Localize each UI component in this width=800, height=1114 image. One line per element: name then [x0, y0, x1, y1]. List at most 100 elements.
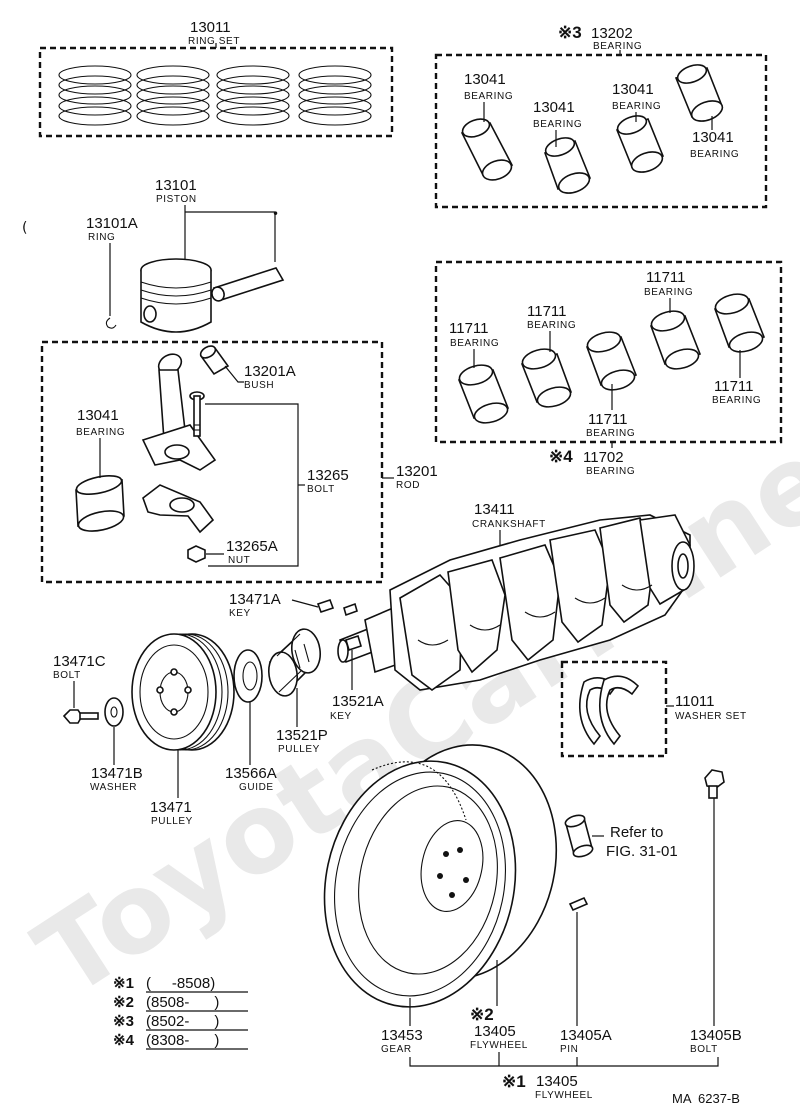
pulley-number: 13471	[150, 799, 192, 816]
main-bearing-set-4-mark: ※4	[549, 447, 573, 466]
key-b-number: 13521A	[332, 693, 384, 710]
bearing-13041-b-number: 13041	[533, 99, 575, 116]
rod-bolt-number: 13265	[307, 467, 349, 484]
legend-mark-4: ※4	[113, 1032, 135, 1049]
keys-group: 13471A KEY 13521A KEY	[229, 591, 384, 722]
figure-code: MA 6237-B	[672, 1091, 740, 1106]
small-pulley-drawing	[268, 628, 321, 697]
flywheel-2-number: 13405	[474, 1023, 516, 1040]
bearing-13041-a-name: BEARING	[464, 91, 513, 102]
bush-drawing	[199, 345, 230, 376]
bearing-set-3-number: 13202	[591, 25, 633, 42]
gear-name: GEAR	[381, 1044, 412, 1055]
guide-number: 13566A	[225, 765, 277, 782]
washer-drawing	[104, 697, 124, 727]
ring-set-name: RING SET	[188, 36, 240, 47]
main-bearing-set-group: ※4 11702 BEARING 11711 BEAR	[434, 260, 783, 477]
bearing-13041-c-number: 13041	[612, 81, 654, 98]
main-bearing-set-4-number: 11702	[583, 449, 624, 466]
flywheel-2-name: FLYWHEEL	[470, 1040, 528, 1051]
washer-set-group: 11011 WASHER SET	[560, 660, 746, 758]
legend-mark-3: ※3	[113, 1013, 134, 1030]
main-bearing-shell-c	[585, 331, 638, 391]
svg-text:•: •	[272, 207, 279, 221]
rod-group: 13201A BUSH 13041 BEARING 13265 BOLT 132…	[40, 340, 438, 584]
pulley-name: PULLEY	[151, 816, 193, 827]
bearing-shell-b	[543, 137, 592, 194]
ring-name: RING	[88, 232, 115, 243]
small-pulley-number: 13521P	[276, 727, 328, 744]
guide-name: GUIDE	[239, 782, 274, 793]
ring-number: 13101A	[86, 215, 138, 232]
pin-name: PIN	[560, 1044, 578, 1055]
key-b-name: KEY	[330, 711, 352, 722]
main-bearing-a-number: 11711	[449, 320, 489, 337]
pulley-bolt-name: BOLT	[53, 670, 81, 681]
main-bearing-e-name: BEARING	[712, 395, 761, 406]
ring-set-box	[38, 46, 394, 138]
crankshaft-name: CRANKSHAFT	[472, 519, 546, 530]
bearing-13041-a-number: 13041	[464, 71, 506, 88]
piston-name: PISTON	[156, 194, 197, 205]
main-bearing-a-name: BEARING	[450, 338, 499, 349]
flywheel-bolt-number: 13405B	[690, 1027, 742, 1044]
key-a-drawing-2	[343, 602, 358, 617]
main-bearing-d-number: 11711	[646, 269, 686, 286]
flywheel-1-name: FLYWHEEL	[535, 1090, 593, 1101]
legend-row-4: ※4 (8308- )	[113, 1032, 219, 1049]
bearing-13041-d-name: BEARING	[690, 149, 739, 160]
legend-row-3: ※3 (8502- )	[113, 1013, 219, 1030]
piston-ring-stack-2	[136, 65, 210, 126]
main-bearing-d-name: BEARING	[644, 287, 693, 298]
piston-ring-stack-3	[216, 65, 290, 126]
key-a-number: 13471A	[229, 591, 281, 608]
legend-mark-2: ※2	[113, 994, 134, 1011]
rod-name: ROD	[396, 480, 420, 491]
rod-bearing-number: 13041	[77, 407, 119, 424]
legend-row-1: ※1 ( -8508)	[113, 975, 215, 992]
refer-line-2: FIG. 31-01	[606, 843, 678, 860]
piston-ring-stack-4	[298, 65, 372, 126]
rod-nut-name: NUT	[228, 555, 250, 566]
crankshaft-drawing	[337, 514, 695, 691]
legend-row-2: ※2 (8508- )	[113, 994, 219, 1011]
refer-line-1: Refer to	[610, 824, 663, 841]
piston-ring-stack-1	[58, 65, 132, 126]
flywheel-bolt-name: BOLT	[690, 1044, 718, 1055]
bearing-13041-d-number: 13041	[692, 129, 734, 146]
crankshaft-group: 13411 CRANKSHAFT	[337, 501, 695, 691]
bearing-shell-d	[674, 64, 724, 122]
bearing-shell-c	[615, 115, 665, 173]
flywheel-1-mark: ※1	[502, 1072, 526, 1091]
rod-nut-drawing	[187, 545, 206, 563]
washer-set-number: 11011	[675, 693, 715, 710]
svg-text:(: (	[22, 220, 27, 236]
rod-bearing-set-box	[434, 53, 768, 209]
connecting-rod-drawing	[141, 353, 217, 534]
washer-number: 13471B	[91, 765, 143, 782]
main-bearing-shell-d	[649, 310, 702, 370]
snap-ring	[105, 317, 117, 329]
bearing-shell-a	[460, 118, 514, 181]
main-bearing-shell-a	[457, 364, 510, 424]
pilot-bearing-drawing	[564, 814, 594, 858]
rod-bolt-name: BOLT	[307, 484, 335, 495]
rod-number: 13201	[396, 463, 438, 480]
guide-drawing	[233, 649, 263, 703]
legend-text-1: ( -8508)	[146, 975, 215, 992]
legend-text-2: (8508- )	[146, 994, 219, 1011]
bush-number: 13201A	[244, 363, 296, 380]
pulley-drawing	[131, 633, 235, 751]
bearing-13041-c-name: BEARING	[612, 101, 661, 112]
key-a-name: KEY	[229, 608, 251, 619]
main-bearing-set-box	[434, 260, 783, 444]
main-bearing-c-name: BEARING	[586, 428, 635, 439]
bearing-set-3-name: BEARING	[593, 41, 642, 52]
pin-number: 13405A	[560, 1027, 612, 1044]
legend-mark-1: ※1	[113, 975, 134, 992]
ring-set-group: 13011 RING SET	[38, 19, 394, 138]
bearing-set-3-mark: ※3	[558, 23, 582, 42]
rod-nut-number: 13265A	[226, 538, 278, 555]
piston-drawing	[140, 258, 212, 333]
